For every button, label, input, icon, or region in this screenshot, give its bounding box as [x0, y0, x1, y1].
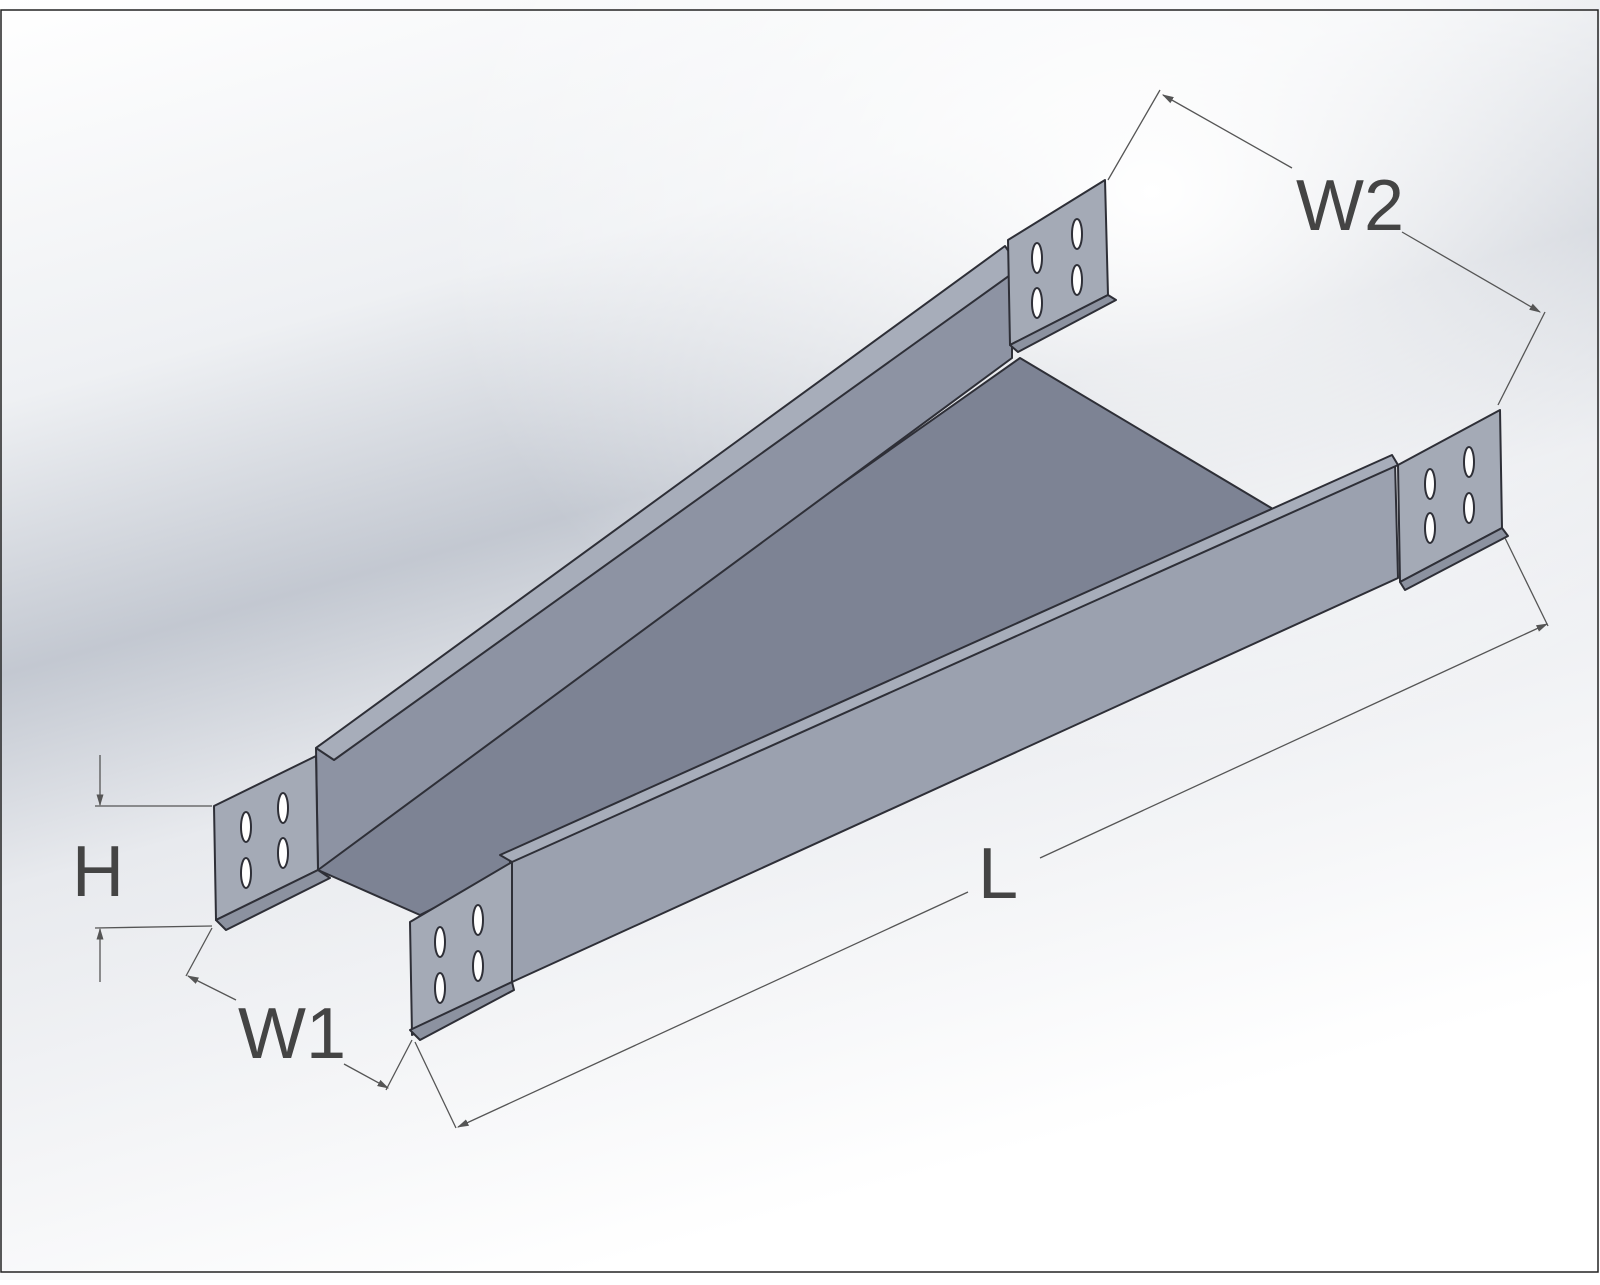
slot-hole: [1463, 492, 1475, 524]
slot-hole: [434, 926, 446, 958]
end-plate-far-lip: [1009, 294, 1117, 353]
end-plate-near-w1-lip: [409, 981, 515, 1041]
w2-extension-right: [1497, 311, 1546, 406]
l-arrow-start: [456, 891, 969, 1128]
w1-extension-right: [385, 1039, 413, 1091]
end-plate-near-w2-lip: [1399, 527, 1509, 591]
slot-hole: [1031, 242, 1043, 274]
slot-hole: [434, 972, 446, 1004]
w1-extension-left: [185, 927, 213, 977]
label-w2: W2: [1296, 166, 1404, 246]
label-w1: W1: [238, 994, 346, 1074]
cable-tray-reducer: [213, 179, 1509, 1041]
dimension-lines: [94, 89, 1549, 1129]
slot-hole: [1424, 512, 1436, 544]
slot-hole: [277, 792, 289, 824]
slot-hole: [472, 904, 484, 936]
border-frame: [0, 9, 1599, 1273]
slot-hole: [472, 950, 484, 982]
w2-arrow-right: [1401, 231, 1542, 313]
slot-hole: [277, 837, 289, 869]
l-arrow-end: [1039, 623, 1549, 859]
w2-arrow-left: [1161, 94, 1293, 169]
label-l: L: [978, 834, 1018, 914]
slot-hole: [1463, 446, 1475, 478]
slot-hole: [1071, 218, 1083, 250]
l-extension-start: [414, 1041, 457, 1129]
slot-hole: [240, 811, 252, 843]
w2-extension-left: [1107, 89, 1161, 181]
h-extension-bottom: [94, 925, 213, 929]
slot-hole: [1031, 287, 1043, 319]
end-plate-left-lip: [215, 869, 331, 931]
mounting-slots: [240, 218, 1475, 1004]
slot-hole: [240, 857, 252, 889]
w1-arrow-right: [343, 1063, 390, 1089]
l-extension-end: [1504, 537, 1549, 627]
label-h: H: [72, 832, 124, 912]
slot-hole: [1071, 264, 1083, 296]
slot-hole: [1424, 468, 1436, 500]
w1-arrow-left: [186, 975, 237, 1001]
